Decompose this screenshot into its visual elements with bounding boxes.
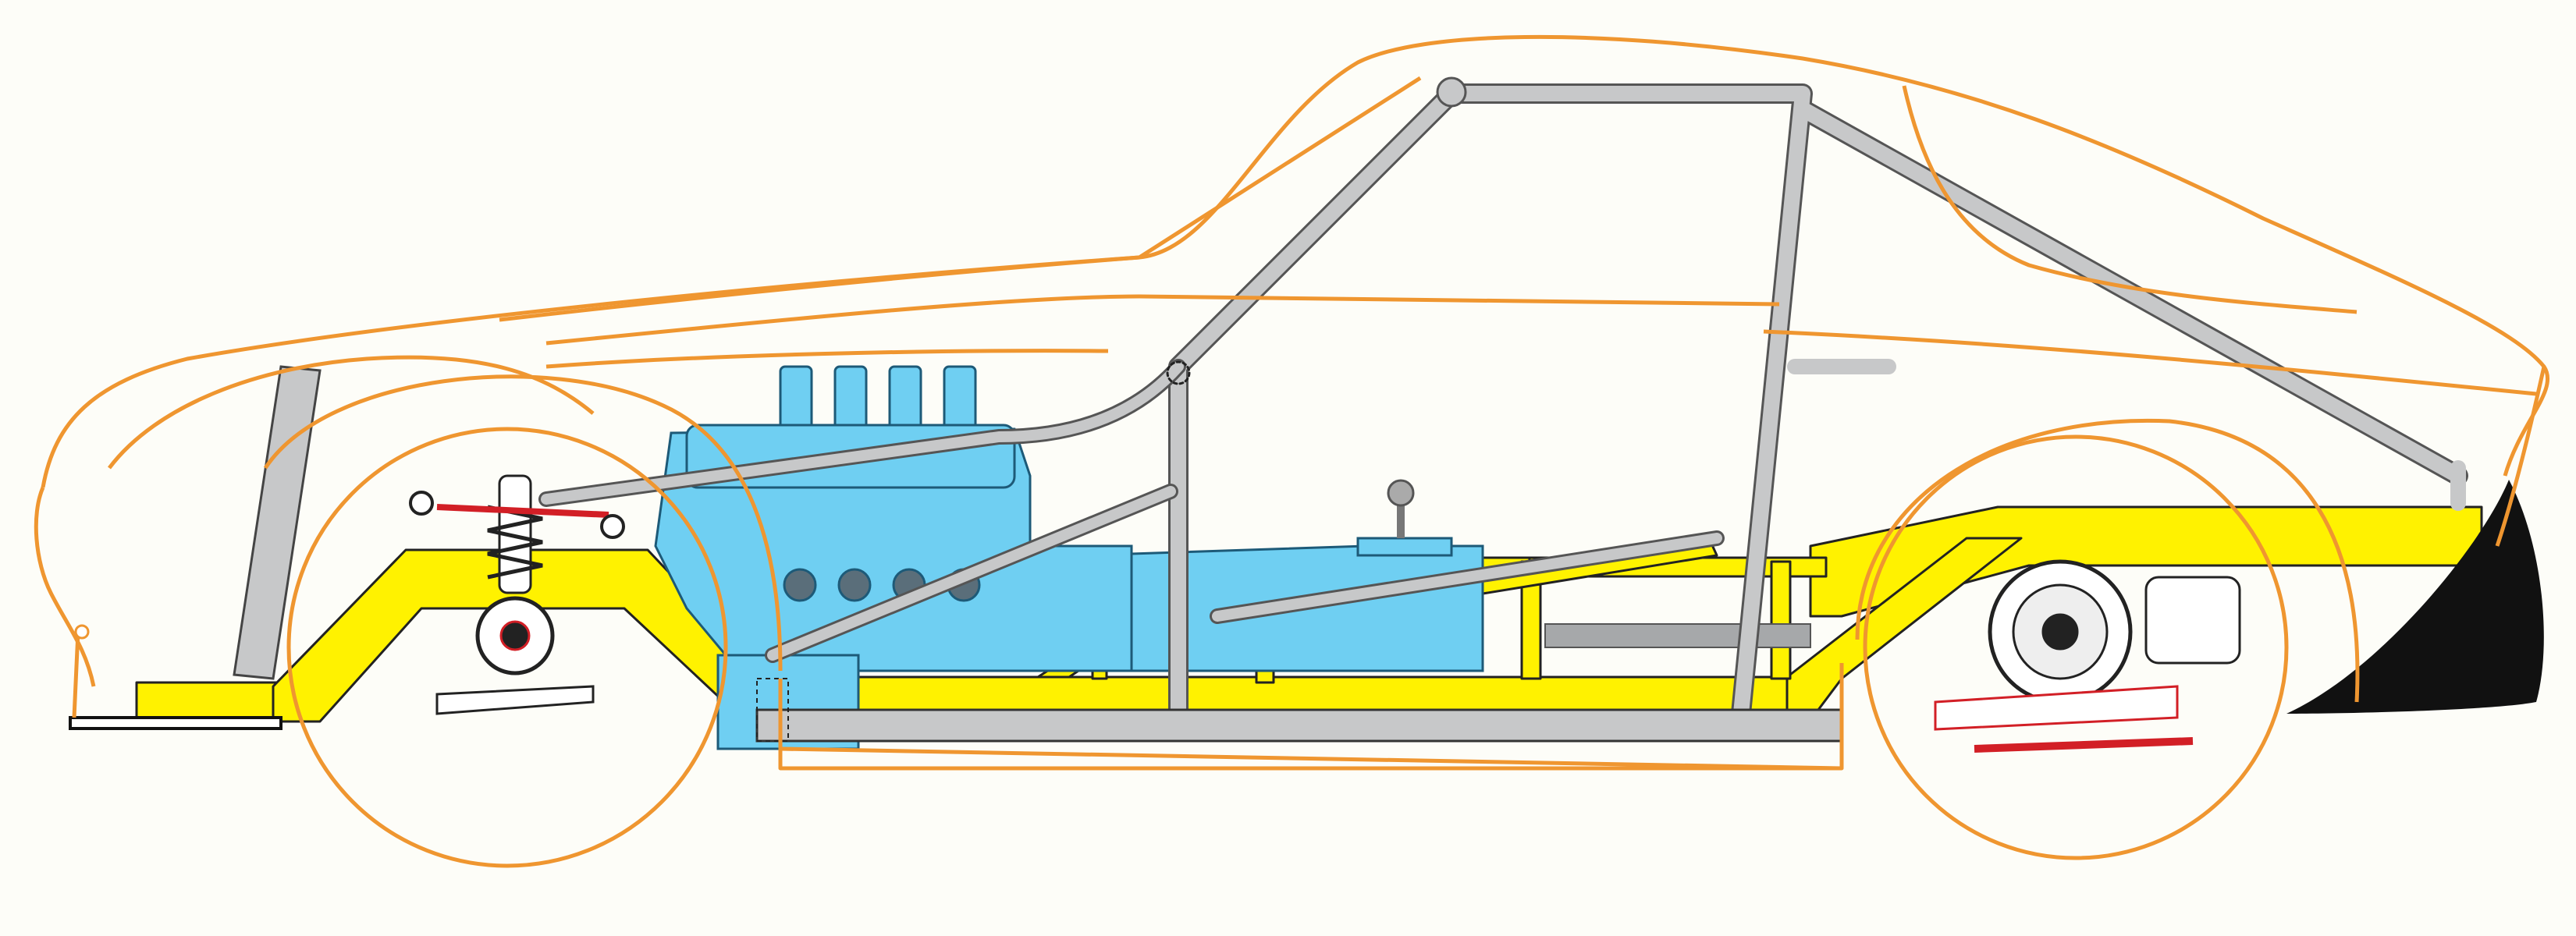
- windshield: [1138, 76, 1422, 260]
- intake-stack-1: [779, 365, 813, 431]
- rear-wheel-outline: [1863, 434, 2289, 860]
- main-hoop: [1444, 86, 1810, 729]
- port-2: [837, 568, 872, 602]
- belt-line: [545, 294, 1780, 346]
- body-shell: [34, 34, 2550, 771]
- rear-fender-arch: [1855, 418, 2360, 703]
- rear-brace: [1795, 101, 2466, 484]
- front-lower-arm: [435, 685, 595, 715]
- drive-shaft: [1544, 623, 1811, 648]
- front-down-tube: [541, 361, 1184, 505]
- cage-joint-a: [1166, 360, 1191, 385]
- cage-top-node: [1436, 76, 1467, 108]
- vertical-post-2: [1770, 560, 1792, 680]
- coilover-spring: [487, 505, 543, 580]
- radiator-panel: [233, 365, 322, 680]
- front-splitter: [69, 716, 282, 730]
- door-line: [778, 663, 1844, 771]
- rear-hub-center: [2041, 613, 2079, 651]
- roofline: [41, 34, 2550, 488]
- front-fender-top: [108, 355, 595, 470]
- port-1: [783, 568, 817, 602]
- dash-bar: [767, 486, 1176, 661]
- front-upper-arm: [436, 504, 609, 518]
- shift-knob: [1387, 479, 1415, 507]
- front-tow-hook-eye: [74, 624, 90, 640]
- rear-deck: [2495, 366, 2546, 547]
- shifter-base: [1356, 537, 1453, 557]
- rear-trailing-arm: [1934, 685, 2179, 731]
- door-bar: [1212, 533, 1722, 622]
- rear-radius-rod: [1974, 737, 2194, 753]
- front-mount-a: [409, 491, 434, 516]
- front-coilover-suspension: [409, 474, 625, 715]
- front-wheel-outline: [286, 427, 728, 868]
- main-lower-rail: [748, 675, 1820, 711]
- intake-stack-3: [888, 365, 922, 431]
- rocker-panel: [780, 746, 1842, 771]
- front-hub-center: [499, 620, 531, 651]
- front-fender-arch: [263, 374, 783, 672]
- rear-window: [1902, 85, 2357, 314]
- side-crease-rear: [1763, 329, 2537, 396]
- front-mount-b: [600, 514, 625, 539]
- rear-upper-rail: [1809, 505, 2483, 618]
- sill-dashed-box: [756, 678, 789, 742]
- side-crease-front: [545, 349, 1109, 369]
- intake-stack-2: [833, 365, 868, 431]
- front-tow-hook: [72, 631, 80, 718]
- roll-cage: [538, 76, 2468, 741]
- intake-stack-4: [943, 365, 977, 431]
- rear-suspension: [1934, 559, 2241, 753]
- differential-housing: [2144, 576, 2241, 665]
- front-nose: [34, 487, 96, 687]
- lower-sill-tube: [755, 708, 1843, 743]
- rear-fender-liner: [2286, 480, 2544, 714]
- hood-line: [499, 255, 1140, 322]
